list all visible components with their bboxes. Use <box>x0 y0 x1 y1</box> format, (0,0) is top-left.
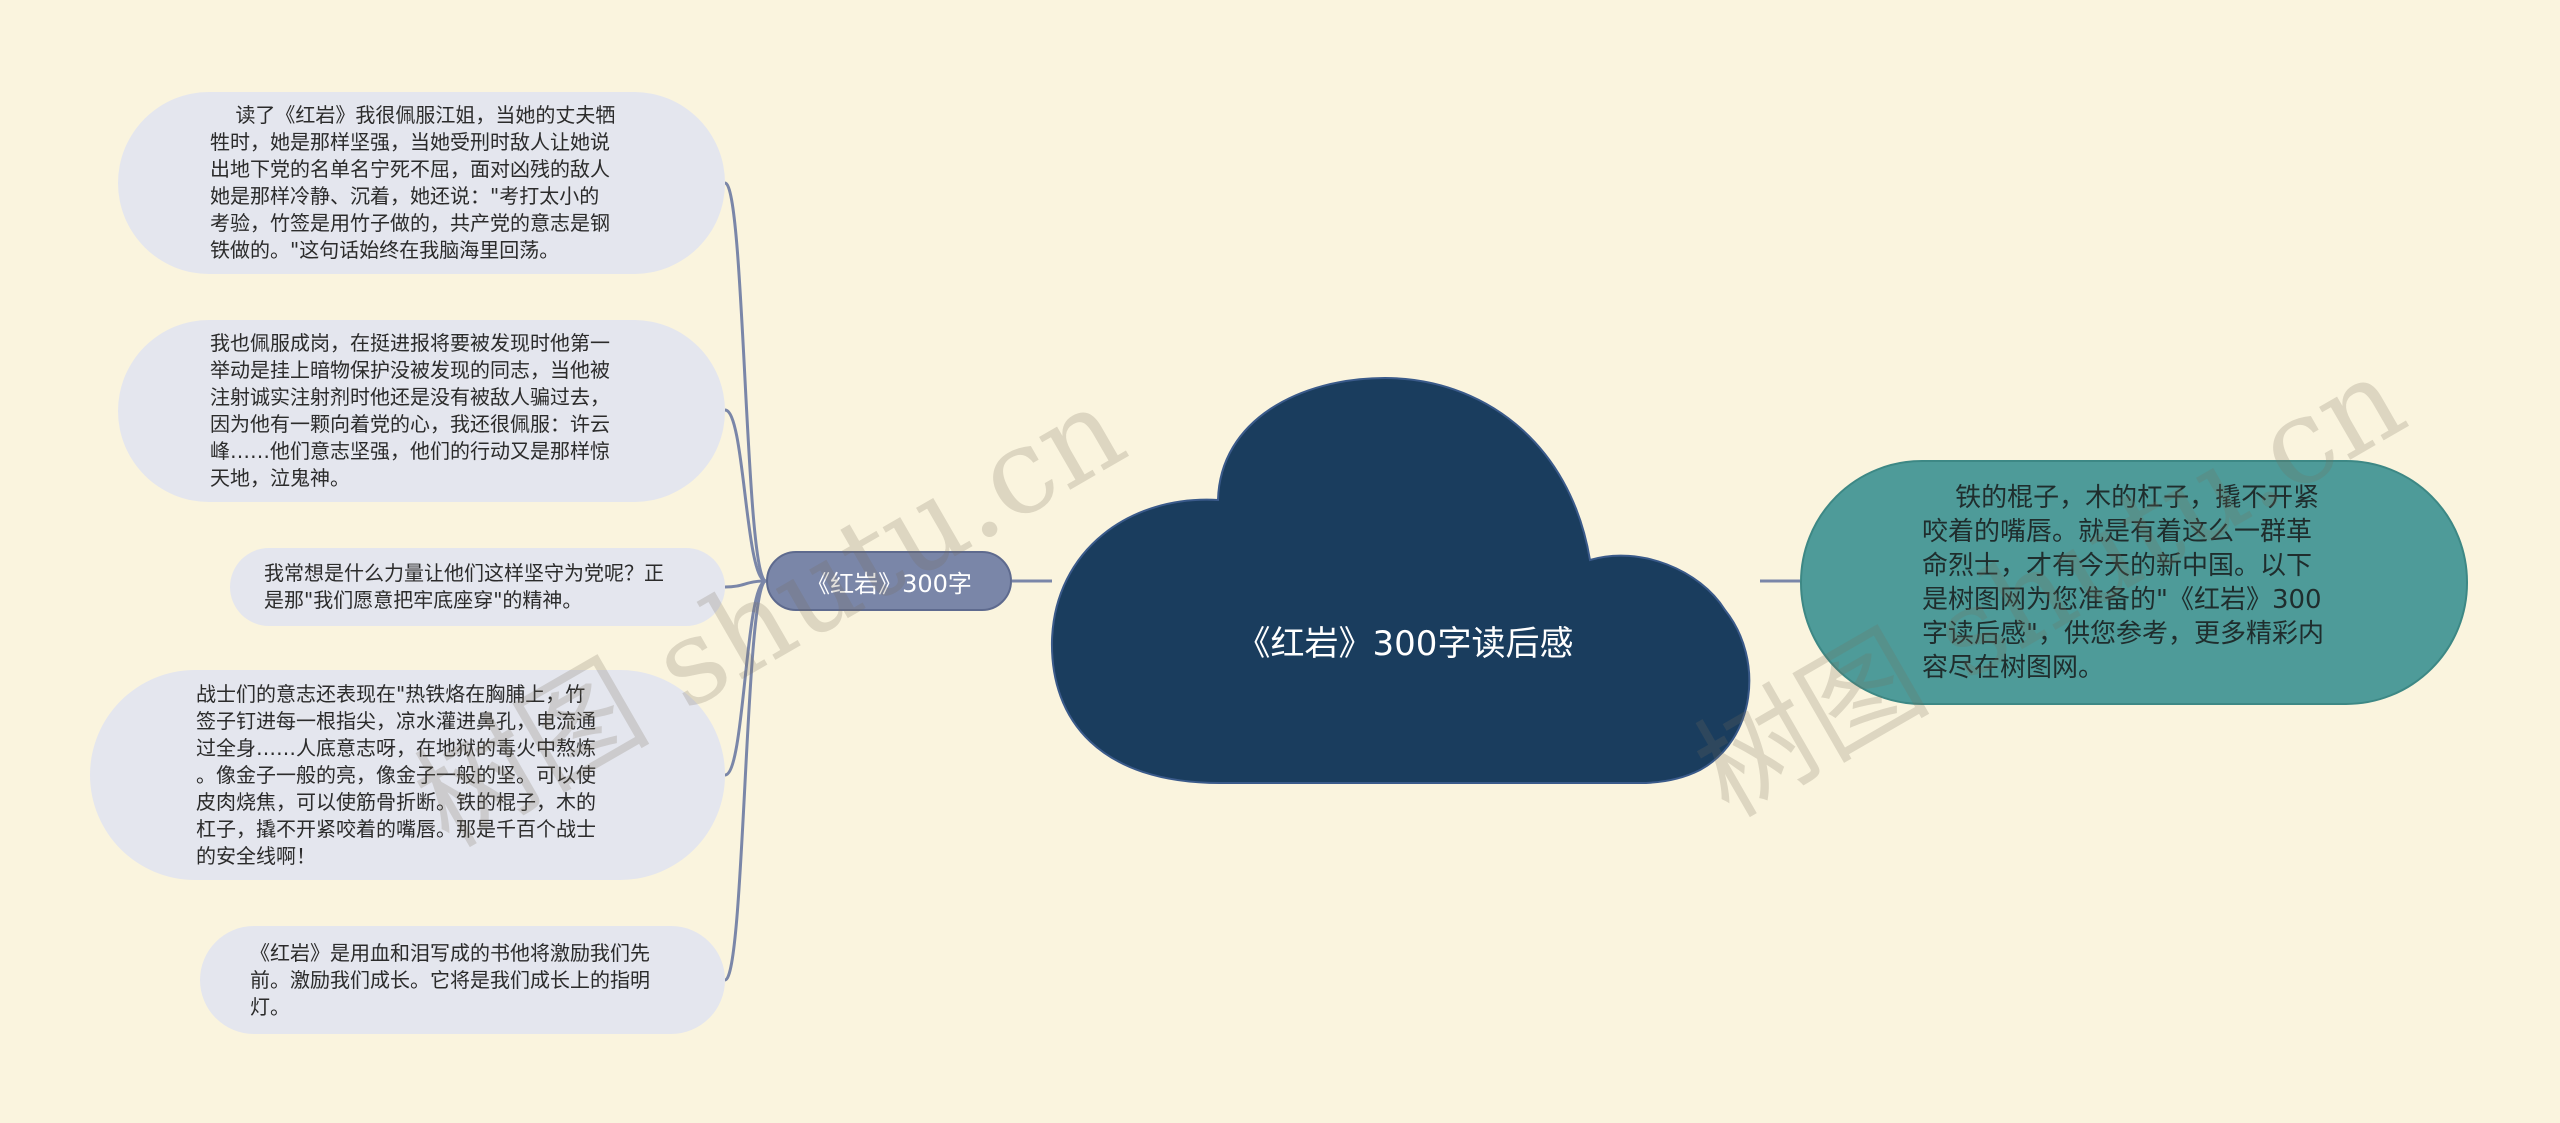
leaf-text: 《红岩》是用血和泪写成的书他将激励我们先 前。激励我们成长。它将是我们成长上的指… <box>250 940 650 1019</box>
leaf-node-power[interactable]: 我常想是什么力量让他们这样坚守为党呢？正 是那"我们愿意把牢底座穿"的精神。 <box>230 548 725 626</box>
connector-leaf-4 <box>724 579 767 777</box>
leaf-node-jiangjie[interactable]: 读了《红岩》我很佩服江姐，当她的丈夫牺 牲时，她是那样坚强，当她受刑时敌人让她说… <box>118 92 725 274</box>
connector-leaf-3 <box>724 579 767 589</box>
leaf-node-chenggang[interactable]: 我也佩服成岗，在挺进报将要被发现时他第一 举动是挂上暗物保护没被发现的同志，当他… <box>118 320 725 502</box>
connector-leaf-1 <box>723 181 768 583</box>
central-cloud[interactable] <box>1050 376 1751 784</box>
leaf-text: 战士们的意志还表现在"热铁烙在胸脯上，竹 签子钉进每一根指尖，凉水灌进鼻孔，电流… <box>196 681 596 868</box>
summary-node[interactable]: 铁的棍子，木的杠子，撬不开紧 咬着的嘴唇。就是有着这么一群革 命烈士，才有今天的… <box>1800 460 2468 705</box>
branch-label: 《红岩》300字 <box>806 569 972 598</box>
connector-leaf-2 <box>724 408 767 583</box>
connector-lines <box>723 181 1800 982</box>
leaf-text: 我常想是什么力量让他们这样坚守为党呢？正 是那"我们愿意把牢底座穿"的精神。 <box>264 561 664 612</box>
central-topic-title: 《红岩》300字读后感 <box>1236 623 1574 664</box>
summary-text: 铁的棍子，木的杠子，撬不开紧 咬着的嘴唇。就是有着这么一群革 命烈士，才有今天的… <box>1922 482 2324 683</box>
branch-node[interactable]: 《红岩》300字 <box>766 551 1012 611</box>
leaf-node-will[interactable]: 战士们的意志还表现在"热铁烙在胸脯上，竹 签子钉进每一根指尖，凉水灌进鼻孔，电流… <box>90 670 725 880</box>
leaf-text: 我也佩服成岗，在挺进报将要被发现时他第一 举动是挂上暗物保护没被发现的同志，当他… <box>210 331 610 490</box>
leaf-text: 读了《红岩》我很佩服江姐，当她的丈夫牺 牲时，她是那样坚强，当她受刑时敌人让她说… <box>210 103 616 262</box>
connector-leaf-5 <box>723 579 768 982</box>
leaf-node-inspire[interactable]: 《红岩》是用血和泪写成的书他将激励我们先 前。激励我们成长。它将是我们成长上的指… <box>200 926 725 1034</box>
